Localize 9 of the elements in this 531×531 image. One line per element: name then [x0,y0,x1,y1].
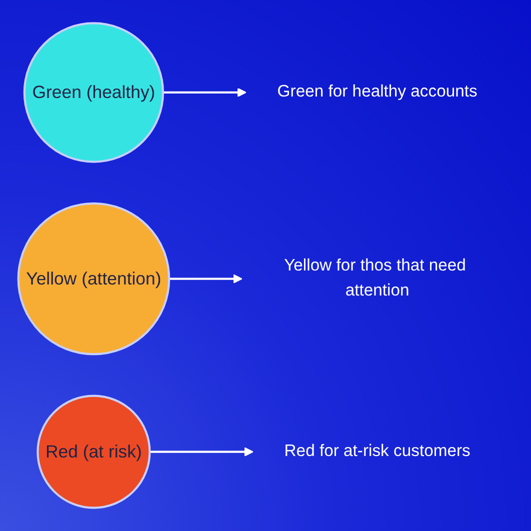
node-text: Green for healthy accounts [277,83,478,101]
node-circle: Green (healthy) [23,22,164,163]
arrow [169,274,242,284]
arrow [150,447,254,456]
node-circle: Yellow (attention) [17,202,170,356]
node-text: Red for at-risk customers [284,442,470,460]
node-text: Yellow for thos that need attention [284,256,466,300]
arrow [163,88,246,98]
node-circle: Red (at risk) [36,394,151,509]
